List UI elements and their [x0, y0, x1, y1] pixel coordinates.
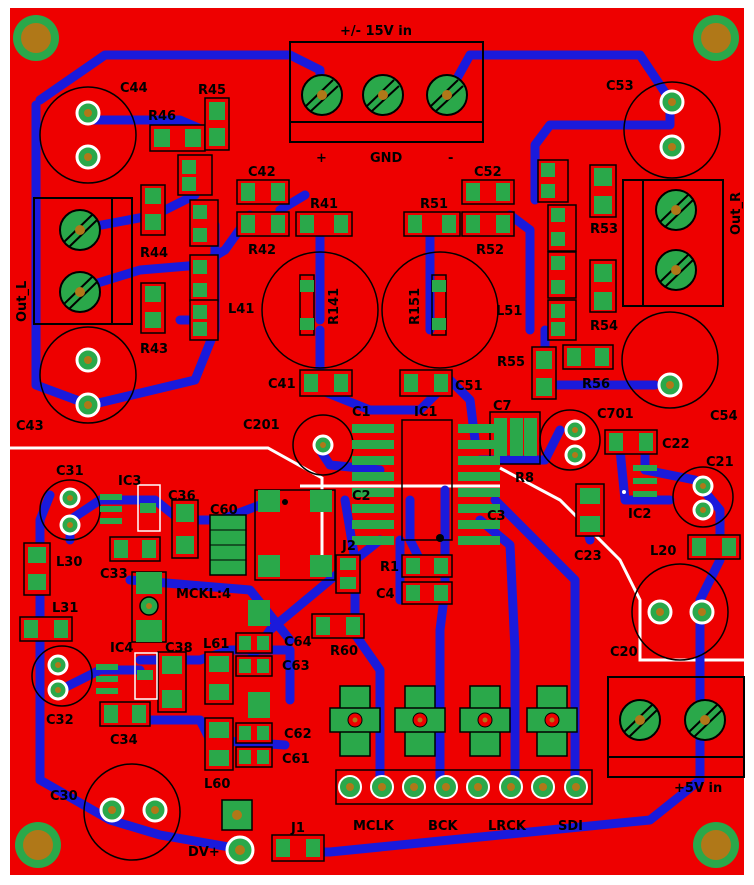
- label-bck: BCK: [428, 819, 458, 834]
- electrolytic-caps: [31, 81, 734, 861]
- label-c201: C201: [243, 418, 280, 433]
- label-out-l: Out_L: [15, 281, 30, 322]
- label-c53: C53: [606, 79, 634, 94]
- label-c20: C20: [610, 645, 638, 660]
- label-c1: C1: [352, 405, 371, 420]
- label-ic4: IC4: [110, 641, 133, 656]
- label-r151: R151: [408, 288, 423, 325]
- label-gnd: GND: [370, 151, 403, 166]
- terminal-block-out-l: [33, 197, 133, 325]
- label-mclk: MCLK: [353, 819, 395, 834]
- label-out-r: Out_R: [729, 192, 744, 235]
- label-r46: R46: [148, 109, 176, 124]
- label-l20: L20: [650, 544, 676, 559]
- label-c38: C38: [165, 641, 193, 656]
- label-r1: R1: [380, 560, 399, 575]
- label-c52: C52: [474, 165, 502, 180]
- ic3-ic4: [96, 484, 270, 718]
- label-c33: C33: [100, 567, 128, 582]
- label-c34: C34: [110, 733, 138, 748]
- label-r55: R55: [497, 355, 525, 370]
- label-ic1: IC1: [414, 405, 437, 420]
- label-l31: L31: [52, 601, 78, 616]
- label-r56: R56: [582, 377, 610, 392]
- label-r43: R43: [140, 342, 168, 357]
- mounting-holes: [13, 15, 739, 868]
- terminal-block-out-r: [622, 179, 724, 307]
- label-c60: C60: [210, 503, 238, 518]
- label-c62: C62: [284, 727, 312, 742]
- label-minus: -: [448, 151, 453, 166]
- label-l30: L30: [56, 555, 82, 570]
- ic2-chip: [622, 465, 657, 497]
- dv-pads: [221, 799, 255, 865]
- label-c30: C30: [50, 789, 78, 804]
- plane-split-line: [10, 446, 324, 560]
- cap-pads: [47, 89, 715, 823]
- resistors-vertical-large: [299, 274, 447, 336]
- label-c43: C43: [16, 419, 44, 434]
- label-c701: C701: [597, 407, 634, 422]
- smd-vertical: [23, 97, 617, 771]
- label-c51: C51: [455, 379, 483, 394]
- signal-header: [335, 769, 593, 805]
- label-r42: R42: [248, 243, 276, 258]
- label-r44: R44: [140, 246, 168, 261]
- label-dv: DV+: [188, 845, 220, 860]
- label-c63: C63: [282, 659, 310, 674]
- label-power-in: +/- 15V in: [340, 24, 412, 39]
- label-c42: C42: [248, 165, 276, 180]
- label-r60: R60: [330, 644, 358, 659]
- label-lrck: LRCK: [488, 819, 527, 834]
- label-ic3: IC3: [118, 474, 141, 489]
- label-sdi: SDI: [558, 819, 583, 834]
- label-r141: R141: [327, 288, 342, 325]
- label-c64: C64: [284, 635, 312, 650]
- label-c44: C44: [120, 81, 148, 96]
- label-c2: C2: [352, 489, 371, 504]
- label-c7: C7: [493, 399, 512, 414]
- c60-and-oscillator: [131, 489, 336, 643]
- label-plus: +: [316, 151, 327, 166]
- plane-split-line-right: [499, 466, 744, 662]
- label-r53: R53: [590, 222, 618, 237]
- label-c3: C3: [487, 509, 506, 524]
- test-points: [329, 685, 578, 757]
- label-c4: C4: [376, 587, 395, 602]
- label-r45: R45: [198, 83, 226, 98]
- label-l51: L51: [496, 304, 522, 319]
- terminal-block-5v: [607, 676, 745, 778]
- terminal-block-power: [289, 41, 484, 143]
- label-c41: C41: [268, 377, 296, 392]
- label-c22: C22: [662, 437, 690, 452]
- label-c54: C54: [710, 409, 738, 424]
- label-j1: J1: [290, 821, 305, 836]
- label-c61: C61: [282, 752, 310, 767]
- label-5v-in: +5V in: [674, 781, 722, 796]
- label-r54: R54: [590, 319, 618, 334]
- label-r51: R51: [420, 197, 448, 212]
- ic1-chip: [352, 419, 500, 545]
- label-j2: J2: [341, 539, 356, 554]
- label-c23: C23: [574, 549, 602, 564]
- label-c21: C21: [706, 455, 734, 470]
- label-l61: L61: [203, 637, 229, 652]
- label-mckl: MCKL:4: [176, 587, 231, 602]
- label-c31: C31: [56, 464, 84, 479]
- label-r8: R8: [515, 471, 534, 486]
- silk-labels: +/- 15V in + GND - Out_L Out_R C44 R45 R…: [15, 24, 744, 860]
- label-l60: L60: [204, 777, 230, 792]
- smd-horizontal: [19, 124, 741, 862]
- label-c36: C36: [168, 489, 196, 504]
- label-ic2: IC2: [628, 507, 651, 522]
- label-r52: R52: [476, 243, 504, 258]
- label-l41: L41: [228, 302, 254, 317]
- label-c32: C32: [46, 713, 74, 728]
- label-r41: R41: [310, 197, 338, 212]
